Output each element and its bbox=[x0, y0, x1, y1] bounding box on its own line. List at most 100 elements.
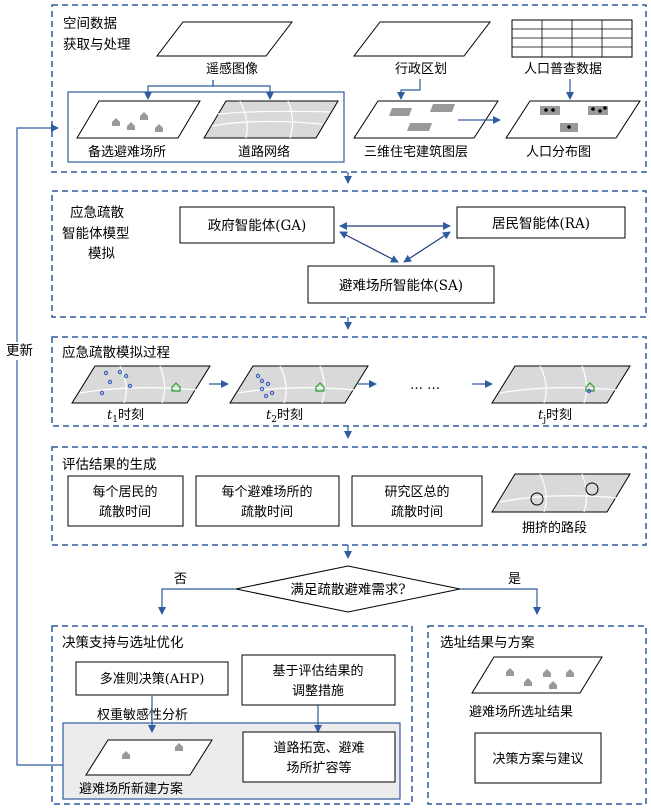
update-label-bg bbox=[4, 342, 32, 360]
decision-no: 否 bbox=[174, 572, 187, 587]
section-evaluation-title: 评估结果的生成 bbox=[62, 457, 157, 473]
adjust-line1: 基于评估结果的 bbox=[272, 663, 363, 679]
decision-question: 满足疏散避难需求? bbox=[290, 582, 405, 598]
t2-shelter-icon bbox=[315, 382, 325, 392]
t2-map bbox=[229, 365, 369, 404]
decision-diamond bbox=[235, 565, 461, 613]
arrow-ra-sa bbox=[403, 231, 451, 263]
congested-map bbox=[491, 473, 631, 513]
arrow-yes bbox=[460, 588, 541, 615]
census-table-icon bbox=[511, 19, 633, 58]
t1-map bbox=[71, 365, 211, 404]
eval-resident-line1: 每个居民的 bbox=[92, 484, 157, 500]
eval-shelter-line1: 每个避难场所的 bbox=[221, 484, 312, 500]
arrow-ga-sa bbox=[339, 231, 399, 263]
census-label: 人口普查数据 bbox=[524, 62, 602, 77]
advice-box bbox=[474, 732, 602, 784]
tj-roads bbox=[499, 365, 619, 404]
shelter-icon bbox=[175, 743, 183, 751]
arrow-update-loop bbox=[16, 124, 63, 766]
adjust-box bbox=[241, 654, 396, 706]
shelter-icon bbox=[122, 751, 130, 759]
eval-resident-line2: 疏散时间 bbox=[99, 505, 151, 520]
eval-shelter-box bbox=[195, 475, 340, 527]
arrow-rs-to-candidates bbox=[144, 80, 214, 100]
t2-label: t2时刻 bbox=[266, 408, 303, 425]
tj-label: tj时刻 bbox=[538, 408, 572, 425]
eval-area-box bbox=[351, 475, 483, 527]
mcdm-label: 多准则决策(AHP) bbox=[100, 671, 205, 687]
section-result bbox=[427, 625, 647, 805]
section-decision-title: 决策支持与选址优化 bbox=[62, 634, 184, 651]
congestion-marker-icon bbox=[585, 482, 599, 496]
congested-label: 拥挤的路段 bbox=[522, 520, 587, 536]
candidate-road-group bbox=[67, 91, 345, 163]
ra-box bbox=[456, 206, 626, 239]
selected-label: 避难场所选址结果 bbox=[469, 705, 573, 720]
expand-box bbox=[242, 731, 396, 783]
road-lines-icon bbox=[211, 100, 331, 139]
section-decision bbox=[51, 625, 413, 805]
new-plan-label: 避难场所新建方案 bbox=[79, 781, 183, 797]
section-acquisition-title-2: 获取与处理 bbox=[63, 37, 131, 53]
population-dots-icon bbox=[540, 106, 608, 132]
eval-area-line2: 疏散时间 bbox=[391, 505, 443, 520]
tj-map bbox=[491, 365, 631, 404]
section-acquisition-title-1: 空间数据 bbox=[63, 16, 117, 32]
ellipsis: … … bbox=[410, 378, 440, 393]
expand-line2: 场所扩容等 bbox=[286, 760, 351, 776]
expand-line1: 道路拓宽、避难 bbox=[273, 740, 364, 756]
adjust-line2: 调整措施 bbox=[292, 684, 344, 699]
t1-label: t1时刻 bbox=[107, 408, 144, 425]
t2-roads bbox=[237, 365, 357, 404]
congested-roads bbox=[499, 473, 619, 513]
section-evaluation bbox=[51, 446, 647, 546]
section-agents-title-3: 模拟 bbox=[88, 246, 115, 262]
population-layer bbox=[505, 100, 641, 139]
shelter-icon bbox=[112, 112, 163, 132]
road-network-label: 道路网络 bbox=[238, 144, 290, 160]
tj-shelter-icon bbox=[585, 382, 595, 394]
ra-label: 居民智能体(RA) bbox=[492, 216, 590, 232]
congestion-marker-icon bbox=[530, 492, 544, 506]
population-label: 人口分布图 bbox=[526, 145, 591, 160]
ga-box bbox=[179, 206, 335, 244]
remote-sensing-label: 遥感图像 bbox=[206, 61, 258, 77]
buildings-3d-layer bbox=[353, 100, 499, 139]
section-agents-title-1: 应急疏散 bbox=[70, 204, 124, 221]
admin-division-label: 行政区划 bbox=[395, 62, 447, 77]
t1-resident-dots bbox=[99, 369, 133, 396]
sa-box bbox=[307, 265, 495, 304]
decision-yes: 是 bbox=[508, 572, 521, 587]
eval-shelter-line2: 疏散时间 bbox=[241, 505, 293, 520]
arrow-rs-to-roads bbox=[212, 80, 274, 100]
buildings-3d-label: 三维住宅建筑图层 bbox=[364, 144, 468, 160]
advice-label: 决策方案与建议 bbox=[492, 751, 583, 767]
selected-map bbox=[471, 656, 603, 694]
new-plan-map bbox=[85, 739, 213, 776]
t1-shelter-icon bbox=[171, 382, 181, 392]
sensitivity-label: 权重敏感性分析 bbox=[97, 707, 188, 723]
road-network-layer bbox=[203, 100, 339, 139]
eval-area-line1: 研究区总的 bbox=[384, 484, 449, 500]
candidate-shelters-layer bbox=[76, 100, 201, 139]
mcdm-box bbox=[75, 661, 229, 696]
t2-resident-dots bbox=[255, 373, 275, 399]
section-result-title: 选址结果与方案 bbox=[440, 634, 535, 651]
remote-sensing-layer bbox=[155, 21, 294, 57]
building-icon bbox=[389, 104, 455, 131]
section-process bbox=[51, 336, 647, 427]
admin-division-layer bbox=[352, 21, 492, 57]
section-process-title: 应急疏散模拟过程 bbox=[62, 344, 170, 361]
sa-label: 避难场所智能体(SA) bbox=[339, 278, 463, 294]
ga-label: 政府智能体(GA) bbox=[208, 218, 307, 234]
arrow-admin-to-buildings bbox=[397, 79, 421, 100]
eval-resident-box bbox=[67, 475, 184, 527]
t1-roads bbox=[79, 365, 199, 404]
update-label: 更新 bbox=[6, 343, 33, 359]
section-agents-title-2: 智能体模型 bbox=[62, 226, 130, 242]
shelter-icon bbox=[506, 668, 574, 689]
candidate-shelters-label: 备选避难场所 bbox=[88, 144, 166, 160]
arrow-no bbox=[158, 588, 236, 615]
